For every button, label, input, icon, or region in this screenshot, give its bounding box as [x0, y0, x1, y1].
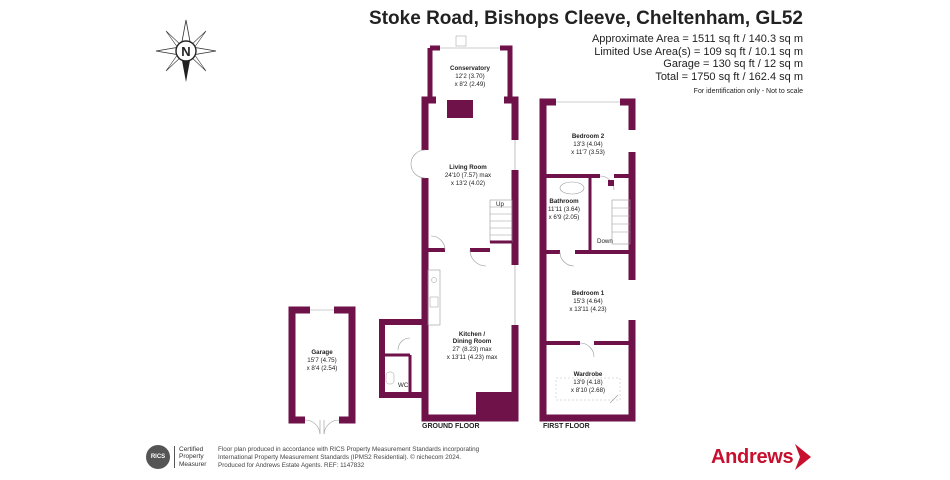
compass-north-label: N	[181, 44, 190, 59]
stairs-up: Up	[489, 199, 513, 243]
compass-icon: N	[155, 19, 217, 82]
bedroom1-dim2: x 13'11 (4.23)	[569, 306, 606, 313]
bedroom2-name: Bedroom 2	[572, 133, 605, 140]
identification-note: For identification only - Not to scale	[693, 88, 803, 96]
ground-floor-plan: Conservatory 12'2 (3.70) x 8'2 (2.49) Li…	[379, 35, 519, 430]
area-summary: Approximate Area = 1511 sq ft / 140.3 sq…	[592, 33, 803, 99]
andrews-logo: Andrews	[711, 444, 812, 470]
rics-certification: RICS Certified Property Measurer	[146, 445, 206, 469]
garage-plan: Garage 15'7 (4.75) x 8'4 (2.54)	[288, 306, 356, 435]
conservatory-name: Conservatory	[450, 65, 490, 72]
rics-badge-icon: RICS	[146, 445, 170, 469]
area-limited-use: Limited Use Area(s) = 109 sq ft / 10.1 s…	[594, 45, 803, 58]
ground-floor-label: GROUND FLOOR	[422, 423, 480, 430]
bathroom-dim2: x 6'9 (2.05)	[549, 214, 580, 221]
disclaimer-line-3: Produced for Andrews Estate Agents. REF:…	[218, 462, 365, 469]
living-room-dim1: 24'10 (7.57) max	[445, 172, 492, 179]
living-room-name: Living Room	[449, 164, 487, 171]
area-approximate: Approximate Area = 1511 sq ft / 140.3 sq…	[591, 33, 803, 45]
area-garage: Garage = 130 sq ft / 12 sq m	[663, 58, 803, 71]
garage-dim2: x 8'4 (2.54)	[307, 365, 338, 372]
bedroom1-dim1: 15'3 (4.64)	[573, 298, 602, 305]
wardrobe-dim1: 13'9 (4.18)	[573, 379, 602, 386]
bathroom-name: Bathroom	[549, 198, 579, 205]
bedroom1-name: Bedroom 1	[572, 290, 605, 297]
wc-label: WC	[398, 382, 409, 389]
cert-line-3: Measurer	[179, 460, 207, 468]
garage-dim1: 15'7 (4.75)	[307, 357, 336, 364]
floorplan-disclaimer: Floor plan produced in accordance with R…	[218, 446, 488, 470]
kitchen-dim1: 27' (8.23) max	[452, 346, 492, 353]
first-floor-label: FIRST FLOOR	[543, 423, 590, 430]
wardrobe-dim2: x 8'10 (2.68)	[571, 387, 605, 394]
brand-name: Andrews	[711, 445, 794, 468]
bedroom2-dim1: 13'3 (4.04)	[573, 141, 602, 148]
brand-arrow-icon	[795, 444, 812, 470]
rics-cert-text: Certified Property Measurer	[174, 445, 207, 469]
kitchen-dim2: x 13'11 (4.23) max	[447, 354, 498, 361]
disclaimer-line-1: Floor plan produced in accordance with R…	[218, 446, 480, 453]
conservatory-dim2: x 8'2 (2.49)	[455, 81, 486, 88]
wardrobe-name: Wardrobe	[574, 371, 603, 378]
conservatory-dim1: 12'2 (3.70)	[455, 73, 484, 80]
stairs-up-label: Up	[496, 201, 504, 208]
cert-line-2: Property	[179, 453, 204, 461]
kitchen-name2: Dining Room	[453, 338, 492, 345]
cert-line-1: Certified	[179, 445, 204, 453]
bathroom-dim1: 11'11 (3.64)	[548, 206, 580, 213]
kitchen-name: Kitchen /	[459, 331, 485, 338]
area-total: Total = 1750 sq ft / 162.4 sq m	[655, 70, 803, 83]
first-floor-plan: Bedroom 2 13'3 (4.04) x 11'7 (3.53) Bath…	[539, 98, 636, 430]
property-title: Stoke Road, Bishops Cleeve, Cheltenham, …	[369, 8, 803, 29]
garage-name: Garage	[311, 349, 333, 356]
living-room-dim2: x 13'2 (4.02)	[451, 180, 485, 187]
disclaimer-line-2: International Property Measurement Stand…	[218, 454, 461, 461]
bedroom2-dim2: x 11'7 (3.53)	[571, 149, 605, 156]
stairs-down-label: Down	[597, 238, 613, 245]
stairs-down: Down	[597, 199, 631, 245]
